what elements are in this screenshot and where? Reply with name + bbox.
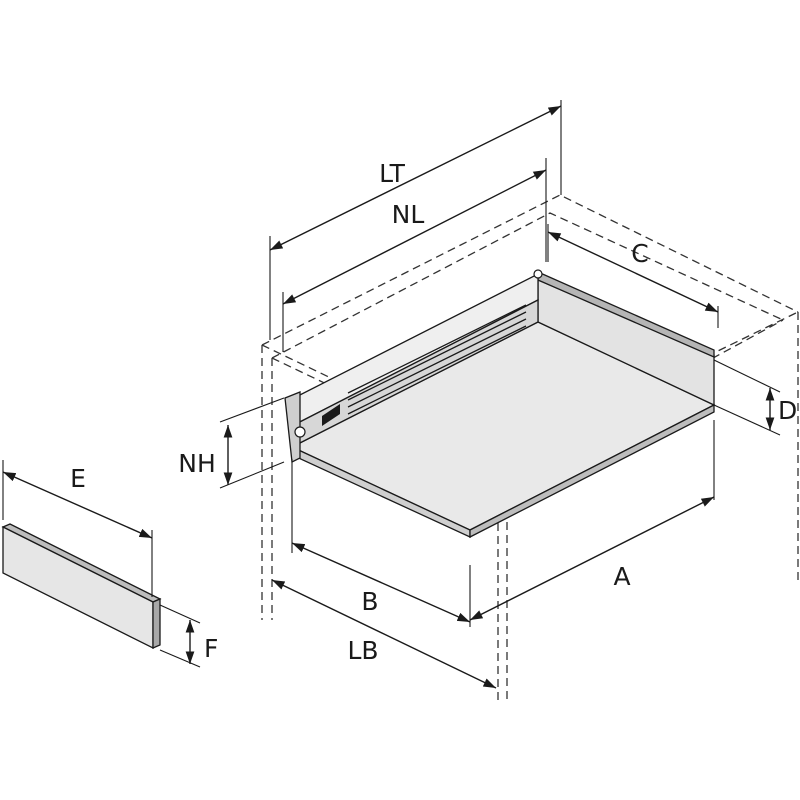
- label-b: B: [361, 587, 378, 616]
- dimension-c: C: [547, 231, 719, 313]
- dimension-b: B: [291, 542, 471, 623]
- label-d: D: [778, 396, 797, 425]
- label-lb: LB: [347, 636, 378, 665]
- dimension-f: F: [185, 620, 218, 664]
- dimension-a: A: [469, 496, 715, 621]
- label-nl: NL: [392, 200, 425, 229]
- dimension-nh: NH: [178, 425, 233, 485]
- front-panel: [1, 523, 162, 650]
- label-f: F: [204, 634, 218, 663]
- label-e: E: [70, 464, 86, 493]
- dimension-lb: LB: [271, 579, 497, 689]
- label-nh: NH: [178, 449, 216, 478]
- label-a: A: [613, 562, 630, 591]
- label-c: C: [631, 239, 648, 268]
- dimension-e: E: [2, 464, 153, 539]
- dimension-d: D: [765, 388, 797, 430]
- label-lt: LT: [379, 159, 405, 188]
- dimension-nl: NL: [282, 169, 547, 305]
- drawer-side-wall: [284, 269, 543, 463]
